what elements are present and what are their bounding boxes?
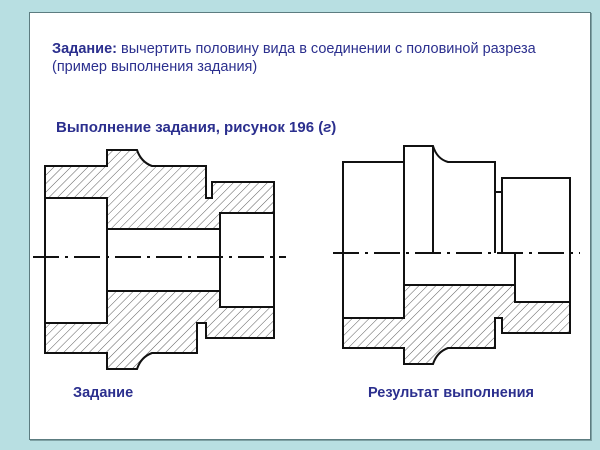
task-drawing: [44, 149, 275, 370]
task-label: Задание:: [52, 41, 117, 57]
result-drawing: [342, 145, 571, 365]
task-text: Задание: вычертить половину вида в соеди…: [52, 40, 582, 76]
subtitle-figure-letter: г: [323, 119, 332, 136]
caption-result: Результат выполнения: [368, 385, 534, 401]
subtitle-end: ): [331, 119, 337, 136]
task-description: вычертить половину вида в соединении с п…: [52, 41, 536, 75]
subtitle: Выполнение задания, рисунок 196 (г): [56, 119, 336, 136]
subtitle-main: Выполнение задания, рисунок 196 (: [56, 119, 324, 136]
caption-task: Задание: [73, 385, 134, 401]
